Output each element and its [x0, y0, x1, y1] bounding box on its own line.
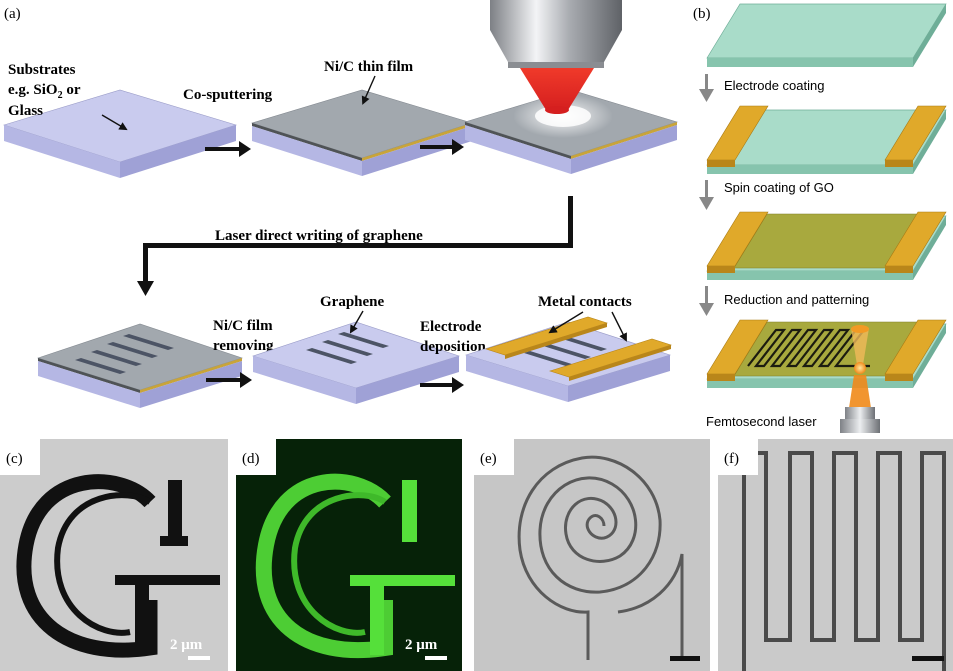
down-arrow-1	[699, 74, 714, 102]
down-arrow-3	[699, 286, 714, 316]
letter-g-green-inner	[291, 492, 387, 636]
down-arrow-2	[699, 180, 714, 210]
electrode-coating-label: Electrode coating	[724, 78, 824, 93]
graphene-stripe	[75, 358, 126, 374]
panel-c-scale-label: 2 μm	[170, 637, 203, 653]
panel-c-label: (c)	[6, 451, 23, 467]
objective-lens	[490, 0, 622, 114]
reduction-patterning-label: Reduction and patterning	[724, 292, 869, 307]
panel-b-label: (b)	[693, 6, 711, 22]
nic-film-removing-label: Ni/C film	[213, 318, 273, 334]
panel-e: (e)	[474, 439, 710, 671]
letter-g-green-outer	[255, 473, 393, 659]
laser-direct-writing-arrow	[137, 196, 573, 296]
electrode-coated-step-2	[706, 105, 947, 174]
patterned-step-4	[706, 319, 947, 388]
panel-d-label: (d)	[242, 451, 260, 467]
graphene-pointer-arrow	[349, 310, 364, 334]
spiral-lead	[617, 553, 684, 660]
spin-coating-label: Spin coating of GO	[724, 180, 834, 195]
serpentine-pattern	[742, 451, 946, 671]
panel-b: (b) Electrode coating Spin coating of GO	[693, 3, 947, 433]
metal-contacts-slab	[464, 316, 672, 402]
graphene-slab	[252, 321, 460, 404]
teal-substrate-step-1	[706, 3, 947, 67]
electrode-deposition-label-2: deposition	[420, 339, 487, 355]
panel-f-label-bg	[718, 439, 758, 475]
process-arrow-2	[420, 139, 464, 155]
femtosecond-laser-label: Femtosecond laser	[706, 414, 817, 429]
substrates-example-label: e.g. SiO2 or	[8, 82, 81, 101]
metal-contacts-label: Metal contacts	[538, 294, 632, 310]
laser-housing	[845, 407, 875, 419]
nic-film-slab	[250, 89, 474, 176]
laser-direct-writing-label: Laser direct writing of graphene	[215, 228, 423, 244]
laser-beam	[520, 68, 594, 110]
go-coated-step-3	[706, 211, 947, 280]
laser-beam-orange-bottom	[849, 375, 871, 408]
film-pointer-arrow	[361, 75, 376, 105]
panel-e-label: (e)	[480, 451, 497, 467]
nic-thin-film-label: Ni/C thin film	[324, 59, 414, 75]
panel-d: (d) 2 μm	[236, 439, 462, 671]
panel-c: (c) 2 μm	[0, 439, 228, 671]
panel-e-scale-bar	[670, 656, 700, 661]
process-arrow-1	[205, 141, 251, 157]
graphene-stripe	[306, 348, 357, 364]
co-sputtering-label: Co-sputtering	[183, 87, 273, 103]
panel-f: (f)	[718, 439, 953, 671]
panel-d-scale-label: 2 μm	[405, 637, 438, 653]
panel-f-label: (f)	[724, 451, 739, 467]
graphene-stripe	[322, 340, 373, 356]
panel-d-scale-bar	[425, 656, 447, 660]
graphene-label: Graphene	[320, 294, 385, 310]
interdigitated-pattern	[747, 328, 870, 368]
glass-label: Glass	[8, 103, 43, 119]
substrate-pointer-arrow	[101, 114, 128, 131]
process-arrow-4	[420, 377, 464, 393]
letter-g-outer	[16, 474, 158, 658]
contact-pointer-arrow-1	[548, 311, 584, 334]
panel-d-label-bg	[236, 439, 276, 475]
graphene-stripe	[107, 342, 158, 358]
letter-g-inner	[54, 492, 152, 636]
substrates-label: Substrates	[8, 62, 76, 78]
panel-a: (a) Substrates e.g. SiO2 or Glass Co-spu…	[2, 0, 679, 408]
panel-c-label-bg	[0, 439, 40, 475]
femtosecond-laser	[840, 325, 880, 433]
panel-c-scale-bar	[188, 656, 210, 660]
laser-beam-orange-top	[851, 328, 869, 365]
graphene-stripe	[338, 332, 389, 348]
panel-f-scale-bar	[912, 656, 944, 661]
contact-pointer-arrow-2	[611, 311, 627, 342]
graphene-stripe	[123, 334, 174, 350]
nic-film-removing-label-2: removing	[213, 338, 274, 354]
spiral-pattern	[517, 455, 662, 660]
patterned-nic-slab	[37, 323, 243, 408]
electrode-deposition-label: Electrode	[420, 319, 482, 335]
process-arrow-3	[206, 372, 252, 388]
panel-a-label: (a)	[4, 6, 21, 22]
panel-e-label-bg	[474, 439, 514, 475]
graphene-stripe	[91, 350, 142, 366]
